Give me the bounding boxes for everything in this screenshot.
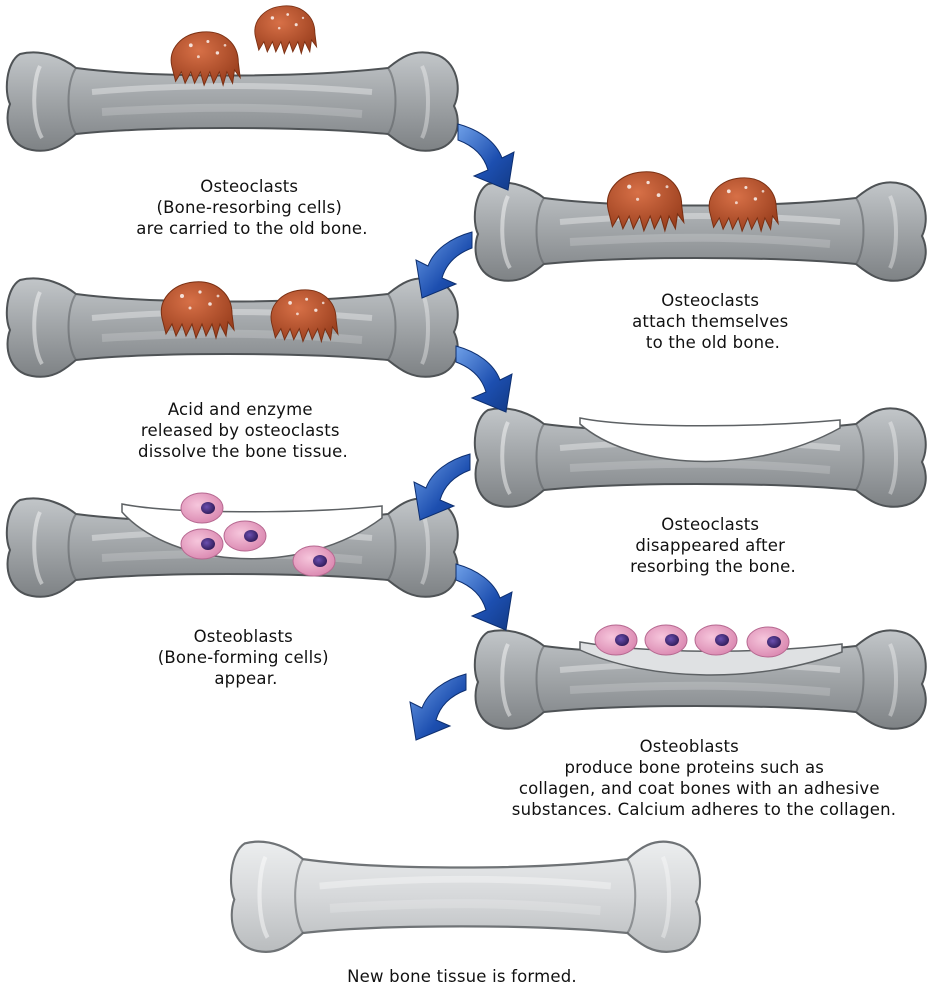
arrow-step-6-to-7	[410, 674, 466, 740]
bone-step-2	[475, 182, 926, 280]
osteoblast-cell	[293, 546, 335, 576]
step-6-caption: Osteoblasts produce bone proteins such a…	[512, 737, 896, 819]
bone-step-7-new	[231, 842, 700, 952]
arrow-step-3-to-4	[456, 346, 512, 412]
osteoblast-cell	[595, 625, 637, 655]
arrow-step-4-to-5	[414, 454, 470, 520]
arrow-step-5-to-6	[456, 564, 512, 630]
step-5-caption: Osteoblasts (Bone-forming cells) appear.	[158, 627, 335, 688]
step-2-caption: Osteoclasts attach themselves to the old…	[632, 291, 794, 352]
arrow-step-2-to-3	[416, 232, 472, 298]
osteoblast-cell	[224, 521, 266, 551]
bone-step-4	[475, 408, 926, 506]
osteoblast-cell	[695, 625, 737, 655]
step-4-caption: Osteoclasts disappeared after resorbing …	[630, 515, 796, 576]
osteoblast-cell	[645, 625, 687, 655]
osteoclast-floating	[255, 6, 317, 54]
osteoblast-cell	[747, 627, 789, 657]
step-3-caption: Acid and enzyme released by osteoclasts …	[138, 400, 348, 461]
arrow-step-1-to-2	[458, 124, 514, 190]
osteoblast-cell	[181, 529, 223, 559]
osteoblast-cell	[181, 493, 223, 523]
step-1-caption: Osteoclasts (Bone-resorbing cells) are c…	[136, 177, 367, 238]
step-7-caption: New bone tissue is formed.	[347, 967, 577, 986]
